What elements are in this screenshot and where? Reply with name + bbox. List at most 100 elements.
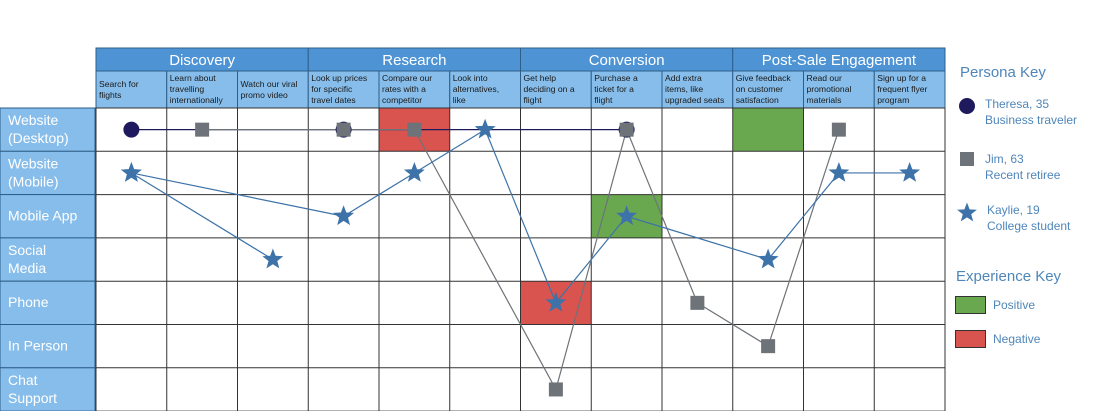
- step-label: like: [453, 95, 466, 105]
- channel-label: (Desktop): [8, 130, 69, 146]
- step-header: [307, 70, 380, 109]
- persona-theresa-name: Theresa, 35: [985, 97, 1050, 111]
- persona-jim-path-segment: [626, 129, 698, 304]
- persona-kaylie-marker: [403, 162, 425, 182]
- step-label: Get help: [524, 73, 557, 83]
- phase-label: Research: [382, 52, 446, 69]
- persona-kaylie-marker: [757, 248, 779, 269]
- persona-kaylie-marker: [120, 162, 142, 182]
- channel-label: Support: [8, 390, 57, 406]
- persona-jim-path-segment: [767, 129, 840, 347]
- persona-kaylie-path-segment: [626, 215, 769, 261]
- persona-kaylie-marker: [545, 291, 567, 312]
- step-header: [661, 70, 734, 109]
- persona-jim-marker: [336, 122, 351, 137]
- step-label: program: [877, 95, 909, 105]
- persona-jim-name: Jim, 63: [985, 152, 1024, 166]
- step-label: flight: [594, 95, 613, 105]
- channel-header: [0, 150, 96, 196]
- step-label: internationally: [170, 95, 224, 105]
- persona-jim-marker: [761, 339, 776, 354]
- persona-kaylie-desc: College student: [987, 219, 1071, 233]
- channel-label: Mobile App: [8, 208, 77, 224]
- persona-kaylie-marker: [333, 205, 355, 226]
- persona-jim-path-segment: [413, 129, 557, 390]
- channel-label: Social: [8, 242, 46, 258]
- step-label: competitor: [382, 95, 422, 105]
- step-label: travelling: [170, 84, 205, 94]
- step-header: [803, 70, 875, 109]
- step-label: Watch our viral: [241, 79, 298, 89]
- persona-kaylie-label: Kaylie, 19 College student: [987, 202, 1070, 234]
- persona-jim-label: Jim, 63 Recent retiree: [985, 151, 1060, 183]
- persona-jim-marker: [619, 122, 634, 137]
- channel-header: [0, 194, 96, 239]
- persona-jim-marker: [548, 382, 563, 397]
- persona-kaylie-path-segment: [767, 172, 840, 260]
- persona-kaylie-marker: [616, 205, 638, 226]
- channel-label: Phone: [8, 294, 49, 310]
- persona-kaylie-path-segment: [555, 215, 628, 304]
- persona-jim-path-segment: [697, 302, 769, 347]
- persona-kaylie-marker: [262, 248, 284, 269]
- positive-label: Positive: [993, 298, 1036, 312]
- step-label: travel dates: [311, 95, 355, 105]
- step-label: frequent flyer: [877, 84, 927, 94]
- channel-header: [0, 367, 96, 411]
- step-label: Learn about: [170, 73, 216, 83]
- step-label: for specific: [311, 84, 353, 94]
- experience-cell-positive: [732, 108, 804, 152]
- step-label: Compare our: [382, 73, 432, 83]
- persona-jim-square-icon: [960, 152, 974, 166]
- persona-kaylie-marker: [474, 118, 496, 139]
- channel-label: Website: [8, 112, 59, 128]
- channel-header: [0, 237, 96, 282]
- phase-label: Conversion: [589, 52, 665, 69]
- step-label: Sign up for a: [877, 73, 926, 83]
- step-label: alternatives,: [453, 84, 499, 94]
- persona-jim-marker: [831, 122, 846, 137]
- channel-label: Chat: [8, 372, 38, 388]
- step-label: Read our: [807, 73, 842, 83]
- negative-swatch: [955, 330, 986, 348]
- step-label: items, like: [665, 84, 703, 94]
- step-label: promotional: [807, 84, 852, 94]
- step-label: flight: [524, 95, 543, 105]
- channel-label: In Person: [8, 338, 68, 354]
- step-label: ticket for a: [594, 84, 634, 94]
- persona-jim-marker: [195, 122, 210, 137]
- phase-label: Post-Sale Engagement: [762, 52, 917, 69]
- step-header: [166, 70, 238, 109]
- persona-kaylie-marker: [828, 162, 850, 182]
- negative-label: Negative: [993, 332, 1041, 346]
- channel-label: Website: [8, 155, 59, 171]
- persona-jim-marker: [690, 295, 705, 310]
- persona-kaylie-path-segment: [414, 129, 486, 174]
- step-label: Purchase a: [594, 73, 638, 83]
- persona-kaylie-star-icon: [957, 202, 977, 222]
- persona-theresa-marker: [123, 121, 140, 138]
- step-label: Look into: [453, 73, 488, 83]
- step-label: satisfaction: [736, 95, 779, 105]
- step-header: [732, 70, 804, 109]
- persona-kaylie-path-segment: [131, 172, 344, 217]
- step-label: Give feedback: [736, 73, 792, 83]
- persona-kaylie-path-segment: [131, 172, 274, 261]
- channel-header: [0, 280, 96, 326]
- persona-theresa-label: Theresa, 35 Business traveler: [985, 96, 1077, 128]
- channel-label: Media: [8, 260, 46, 276]
- step-header: [873, 70, 946, 109]
- step-label: flights: [99, 90, 121, 100]
- channel-label: (Mobile): [8, 173, 59, 189]
- persona-key-title: Persona Key: [960, 64, 1046, 81]
- step-label: rates with a: [382, 84, 426, 94]
- step-label: Search for: [99, 79, 139, 89]
- persona-theresa-desc: Business traveler: [985, 113, 1078, 127]
- channel-header: [0, 107, 96, 152]
- step-label: on customer: [736, 84, 783, 94]
- persona-jim-desc: Recent retiree: [985, 168, 1061, 182]
- positive-swatch: [955, 296, 986, 314]
- step-header: [95, 70, 168, 109]
- step-label: upgraded seats: [665, 95, 724, 105]
- step-label: promo video: [241, 90, 289, 100]
